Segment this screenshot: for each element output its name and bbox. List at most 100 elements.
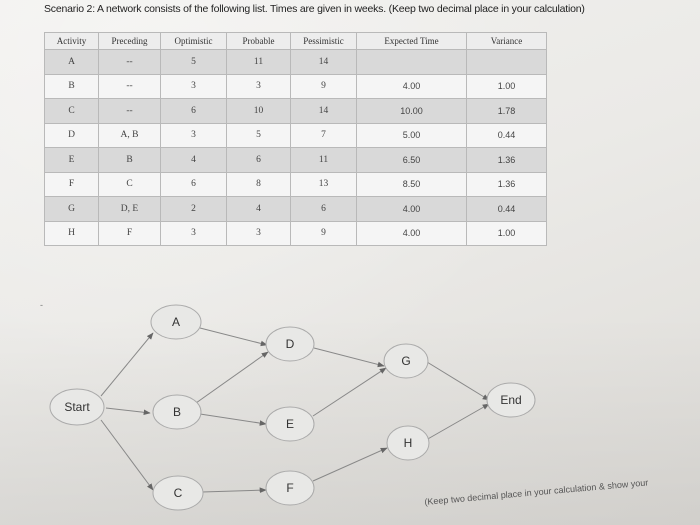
node-b-label: B — [173, 405, 181, 419]
cell-pessimistic: 9 — [290, 220, 357, 246]
cell-expected: 10.00 — [356, 98, 467, 124]
node-a: A — [150, 304, 202, 340]
cell-probable: 8 — [226, 171, 291, 197]
cell-expected — [356, 49, 467, 75]
edge-start-b — [105, 407, 151, 416]
cell-pessimistic: 7 — [290, 122, 357, 148]
cell-variance: 0.44 — [466, 122, 547, 148]
cell-expected: 8.50 — [356, 171, 467, 197]
cell-probable: 10 — [226, 98, 291, 124]
edge-g-end — [426, 361, 490, 401]
cell-expected: 4.00 — [356, 73, 467, 99]
cell-variance: 1.78 — [466, 98, 547, 124]
table-row: H F 3 3 9 4.00 1.00 — [44, 220, 547, 246]
header-activity: Activity — [44, 32, 99, 50]
cell-expected: 5.00 — [356, 122, 467, 148]
table-row: F C 6 8 13 8.50 1.36 — [44, 171, 547, 197]
node-d: D — [265, 326, 315, 362]
network-nodes: Start A B C D E F G — [49, 304, 536, 511]
edge-b-d — [195, 351, 269, 404]
network-edges — [100, 327, 490, 493]
node-g-label: G — [401, 354, 410, 368]
node-start: Start — [49, 388, 105, 426]
cell-preceding: A, B — [98, 122, 161, 148]
cell-activity: D — [44, 122, 99, 148]
header-probable: Probable — [226, 32, 291, 50]
header-preceding: Preceding — [98, 32, 161, 50]
node-end: End — [486, 382, 536, 418]
edge-e-g — [312, 367, 387, 417]
cell-optimistic: 3 — [160, 73, 227, 99]
table-row: A -- 5 11 14 — [44, 49, 547, 75]
header-variance: Variance — [466, 32, 547, 50]
node-g: G — [383, 343, 429, 379]
edge-start-c — [100, 419, 154, 491]
node-d-label: D — [286, 337, 295, 351]
cell-pessimistic: 11 — [290, 147, 357, 173]
cell-probable: 3 — [226, 220, 291, 246]
cell-probable: 4 — [226, 196, 291, 222]
cell-preceding: -- — [98, 73, 161, 99]
node-f-label: F — [286, 481, 293, 495]
cell-activity: A — [44, 49, 99, 75]
edge-h-end — [425, 403, 490, 441]
node-c: C — [152, 475, 204, 511]
cell-preceding: F — [98, 220, 161, 246]
network-diagram: Start A B C D E F G — [49, 304, 536, 511]
table-row: C -- 6 10 14 10.00 1.78 — [44, 98, 547, 124]
cell-activity: F — [44, 171, 99, 197]
cell-preceding: -- — [98, 98, 161, 124]
node-h: H — [386, 425, 430, 461]
cell-probable: 5 — [226, 122, 291, 148]
cell-expected: 4.00 — [356, 196, 467, 222]
cell-activity: H — [44, 220, 99, 246]
edge-b-e — [199, 413, 267, 426]
cell-optimistic: 4 — [160, 147, 227, 173]
cell-variance: 0.44 — [466, 196, 547, 222]
table-header-row: Activity Preceding Optimistic Probable P… — [44, 32, 547, 50]
header-expected-time: Expected Time — [356, 32, 467, 50]
edge-start-a — [100, 332, 154, 397]
node-h-label: H — [404, 436, 413, 450]
node-start-label: Start — [64, 400, 90, 414]
node-e: E — [265, 406, 315, 442]
cell-activity: E — [44, 147, 99, 173]
cell-probable: 11 — [226, 49, 291, 75]
cell-pessimistic: 6 — [290, 196, 357, 222]
cell-optimistic: 6 — [160, 171, 227, 197]
edge-f-h — [312, 447, 388, 482]
edge-c-f — [201, 487, 267, 493]
cell-probable: 3 — [226, 73, 291, 99]
edge-d-g — [313, 347, 385, 368]
cell-activity: G — [44, 196, 99, 222]
cell-preceding: B — [98, 147, 161, 173]
cell-variance: 1.36 — [466, 171, 547, 197]
cell-probable: 6 — [226, 147, 291, 173]
cell-pessimistic: 13 — [290, 171, 357, 197]
cell-variance — [466, 49, 547, 75]
cell-preceding: D, E — [98, 196, 161, 222]
cell-optimistic: 5 — [160, 49, 227, 75]
header-optimistic: Optimistic — [160, 32, 227, 50]
cell-expected: 4.00 — [356, 220, 467, 246]
node-end-label: End — [500, 393, 521, 407]
cell-pessimistic: 9 — [290, 73, 357, 99]
scenario-title: Scenario 2: A network consists of the fo… — [44, 3, 585, 15]
cell-expected: 6.50 — [356, 147, 467, 173]
node-b: B — [152, 394, 202, 430]
node-a-label: A — [172, 315, 180, 329]
cell-optimistic: 3 — [160, 220, 227, 246]
cell-activity: B — [44, 73, 99, 99]
node-c-label: C — [174, 486, 183, 500]
margin-mark: - — [40, 300, 43, 310]
cell-activity: C — [44, 98, 99, 124]
cell-optimistic: 2 — [160, 196, 227, 222]
cell-optimistic: 6 — [160, 98, 227, 124]
activity-table: Activity Preceding Optimistic Probable P… — [44, 32, 547, 246]
node-f: F — [265, 470, 315, 506]
header-pessimistic: Pessimistic — [290, 32, 357, 50]
table-row: G D, E 2 4 6 4.00 0.44 — [44, 196, 547, 222]
table-row: E B 4 6 11 6.50 1.36 — [44, 147, 547, 173]
cell-optimistic: 3 — [160, 122, 227, 148]
cell-preceding: C — [98, 171, 161, 197]
